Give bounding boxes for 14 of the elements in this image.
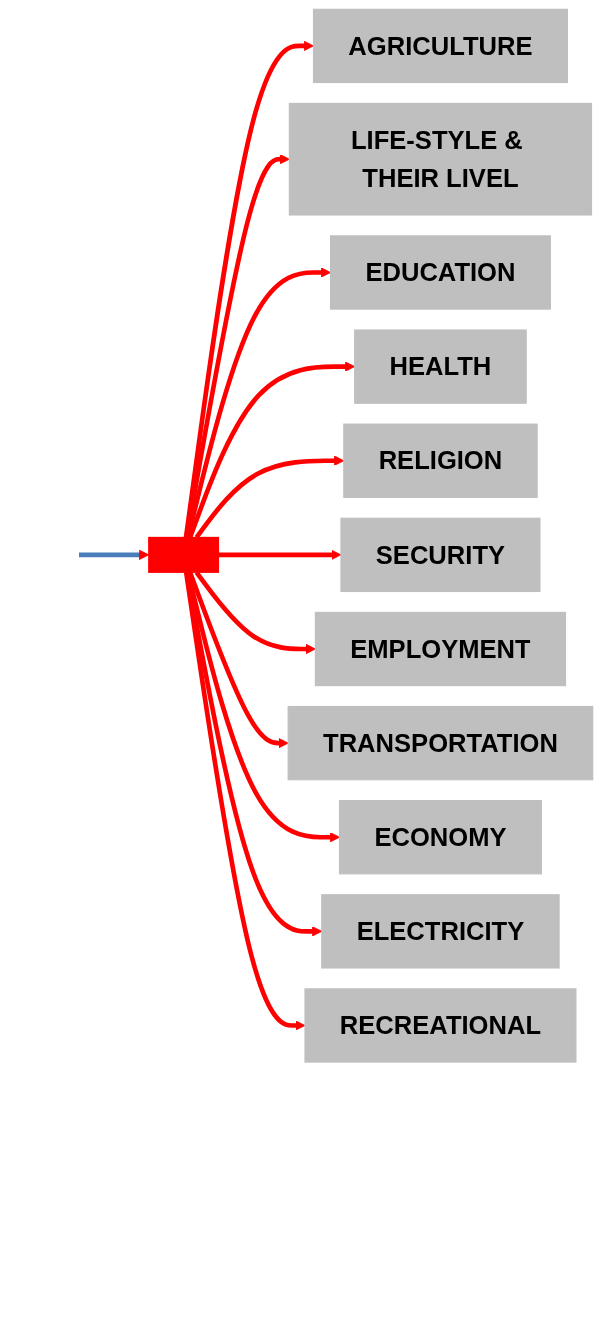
arrow — [183, 40, 314, 538]
node-box: RECREATIONAL — [304, 988, 577, 1063]
node-box: RELIGION — [343, 423, 538, 498]
node-box: AGRICULTURE — [312, 8, 568, 84]
node-box: EDUCATION — [329, 235, 551, 310]
node-box: LIFE-STYLE & THEIR LIVEL — [288, 102, 593, 216]
node-box: HEALTH — [354, 329, 527, 404]
node-box: TRANSPORTATION — [287, 705, 594, 781]
node-box: EMPLOYMENT — [314, 611, 567, 687]
node-box: SECURITY — [340, 517, 541, 593]
node-box: ELECTRICITY — [321, 894, 560, 969]
node-box: ECONOMY — [338, 800, 542, 875]
node-bar — [148, 536, 220, 573]
arrow — [185, 267, 331, 538]
